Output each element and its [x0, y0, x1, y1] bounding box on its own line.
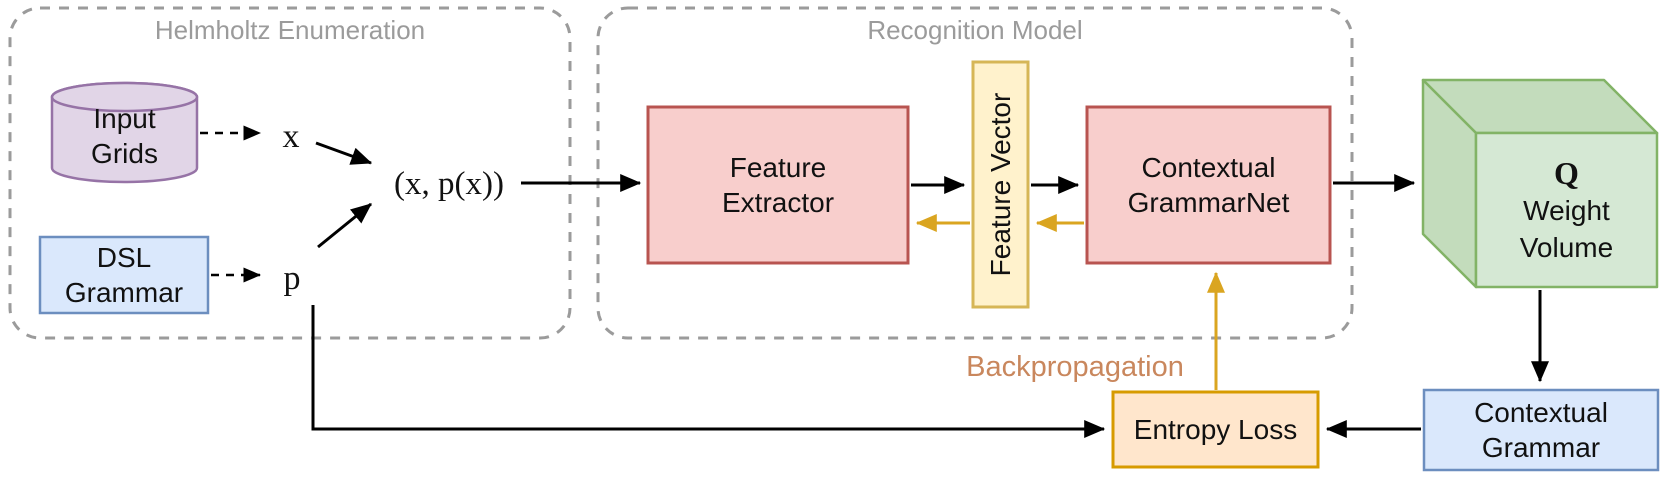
input-grids-cylinder-top — [50, 81, 199, 113]
feature-extractor-label: Feature Extractor — [721, 152, 835, 218]
entropy-loss-label: Entropy Loss — [1133, 414, 1298, 445]
arrow-p-to-entropy — [311, 305, 1106, 438]
contextual-grammar-box — [1422, 388, 1660, 472]
recognition-group-title: Recognition Model — [867, 15, 1083, 45]
weight-volume-label: Weight Volume — [1519, 195, 1614, 263]
helmholtz-group-title: Helmholtz Enumeration — [154, 15, 426, 45]
entropy-loss-box — [1111, 390, 1320, 469]
weight-volume-cube-front — [1474, 131, 1659, 289]
var-x-label: x — [282, 117, 300, 155]
feature-vector-label: Feature Vector — [985, 92, 1016, 277]
helmholtz-group-border — [8, 6, 572, 340]
input-grids-label: Input Grids — [91, 103, 158, 169]
sample-pair-label: (x, p(x)) — [394, 165, 504, 202]
arrow-p-to-pair — [317, 202, 372, 249]
var-p-label: p — [283, 259, 301, 297]
weight-volume-label-group: Q Weight Volume — [1476, 138, 1657, 282]
contextual-grammarnet-label: Contextual GrammarNet — [1127, 152, 1290, 218]
feature-vector-box — [971, 60, 1030, 309]
weight-volume-q-symbol: Q — [1554, 155, 1579, 191]
dsl-grammar-box — [38, 235, 210, 315]
contextual-grammar-label: Contextual Grammar — [1474, 397, 1608, 463]
backpropagation-annotation: Backpropagation — [966, 350, 1184, 383]
arrow-x-to-pair — [315, 141, 373, 165]
contextual-grammarnet-box — [1085, 105, 1332, 265]
dsl-grammar-label: DSL Grammar — [64, 242, 184, 308]
feature-extractor-box — [646, 105, 910, 265]
recognition-group-border — [596, 6, 1354, 340]
